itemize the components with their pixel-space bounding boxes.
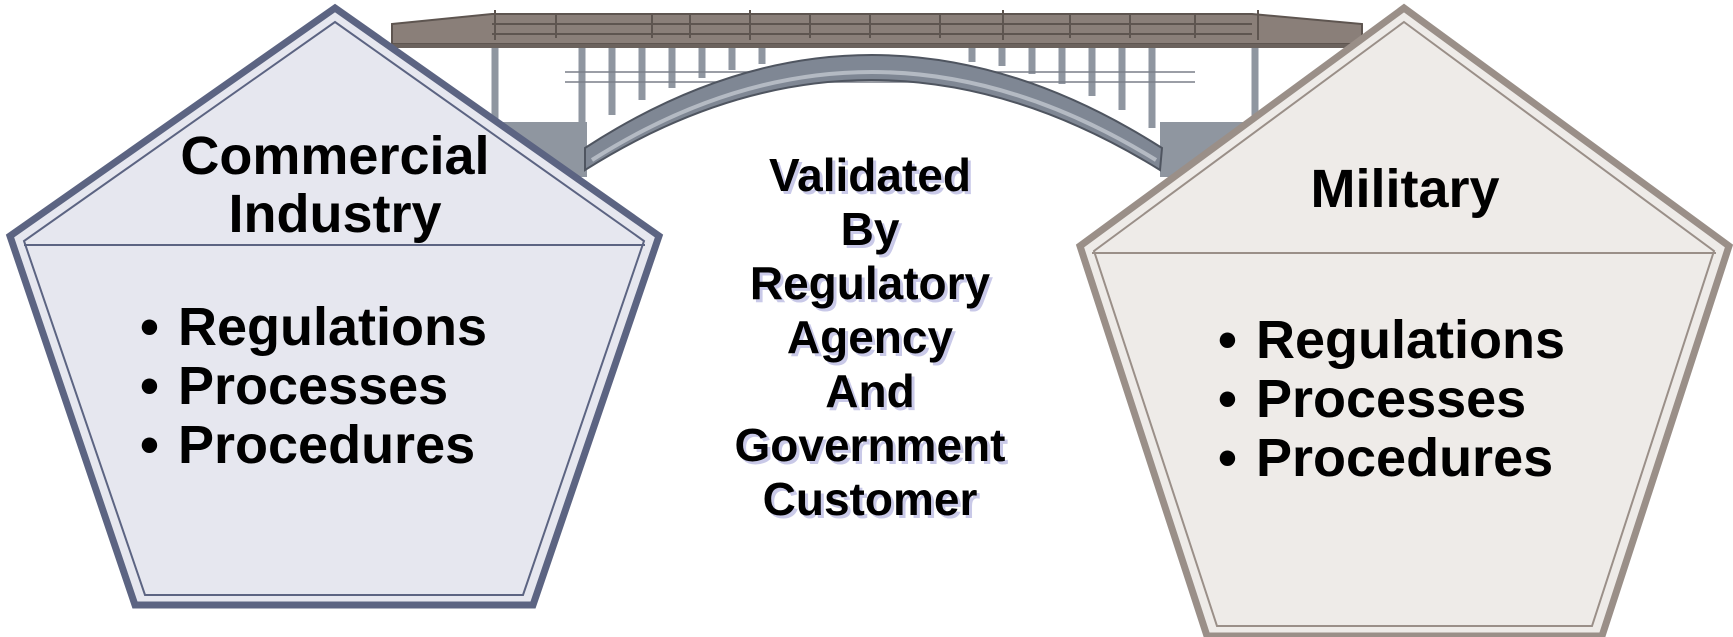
statement-line: By — [840, 203, 900, 255]
bridge-railing — [492, 10, 1259, 40]
title-line: Military — [1310, 159, 1500, 219]
statement-line: Customer — [762, 473, 978, 525]
military-pentagon — [1075, 3, 1733, 637]
military-title: Military — [1205, 160, 1605, 218]
list-item: • Regulations — [1218, 311, 1565, 370]
list-item-label: Procedures — [1256, 428, 1554, 488]
list-item: • Processes — [1218, 370, 1565, 429]
list-item: • Processes — [140, 357, 487, 416]
commercial-pentagon — [5, 3, 664, 609]
bullet-icon: • — [1218, 369, 1237, 429]
list-item: • Procedures — [140, 416, 487, 475]
bullet-icon: • — [1218, 310, 1237, 370]
list-item-label: Regulations — [178, 297, 488, 357]
list-item-label: Processes — [178, 356, 449, 416]
title-line: Commercial — [180, 126, 490, 186]
statement-line: And — [825, 365, 915, 417]
bridge-arch — [584, 54, 1164, 172]
statement-line: Agency — [786, 311, 954, 363]
bullet-icon: • — [1218, 428, 1237, 488]
military-bullet-list: • Regulations • Processes • Procedures — [1218, 311, 1565, 488]
statement-line: Regulatory — [749, 257, 991, 309]
list-item: • Regulations — [140, 298, 487, 357]
list-item-label: Regulations — [1256, 310, 1566, 370]
bullet-icon: • — [140, 415, 159, 475]
commercial-bullet-list: • Regulations • Processes • Procedures — [140, 298, 487, 475]
statement-line: Government — [734, 419, 1006, 471]
list-item-label: Procedures — [178, 415, 476, 475]
list-item: • Procedures — [1218, 429, 1565, 488]
statement-line: Validated — [769, 149, 971, 201]
title-line: Industry — [228, 184, 442, 244]
commercial-industry-title: Commercial Industry — [135, 127, 535, 243]
bullet-icon: • — [140, 356, 159, 416]
bridge-deck — [391, 13, 1363, 45]
list-item-label: Processes — [1256, 369, 1527, 429]
validation-statement: Validated By Regulatory Agency And Gover… — [700, 148, 1040, 526]
bullet-icon: • — [140, 297, 159, 357]
